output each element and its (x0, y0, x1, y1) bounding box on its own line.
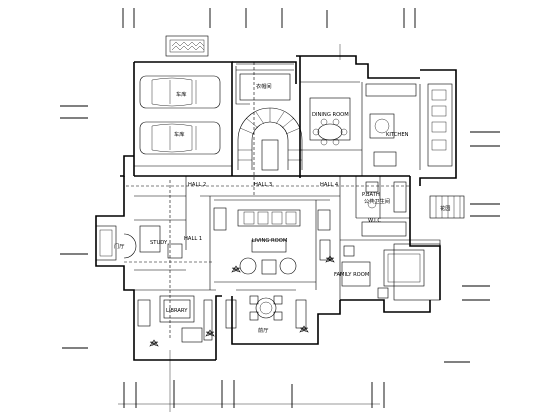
garage-cars (139, 75, 221, 155)
room-label-living: LIVING ROOM (252, 238, 287, 244)
public-bath (365, 181, 407, 213)
room-label-hall2: HALL 2 (188, 182, 206, 188)
room-label-garden: 花园 (440, 204, 450, 212)
room-label-pbath-cn: 公共卫生间 (364, 197, 390, 205)
room-label-family: FAMILY ROOM (334, 272, 369, 278)
room-label-hall4: HALL 4 (320, 182, 339, 188)
interior-walls (134, 63, 421, 300)
dining-table (309, 97, 351, 146)
room-label-dining: DINING ROOM (312, 112, 349, 118)
library-furniture (137, 295, 213, 343)
cloak-room (239, 73, 291, 101)
living-furniture (213, 207, 331, 275)
grid-lines (124, 62, 410, 340)
plant-symbols (149, 255, 335, 347)
room-label-study: STUDY (150, 240, 168, 246)
room-label-library: LIBRARY (166, 308, 188, 314)
garden-terrace (393, 195, 465, 301)
room-label-hall1: HALL 1 (184, 236, 202, 242)
study-furniture (139, 225, 183, 259)
room-label-entry: 门厅 (114, 242, 124, 250)
dimension-ticks (60, 8, 500, 412)
room-label-garage-2: 车库 (174, 130, 184, 138)
entry-porch (95, 225, 137, 261)
entry-canopy (165, 35, 209, 57)
curved-staircase (237, 107, 303, 171)
wic-shelves (361, 221, 407, 237)
room-label-pbath: P.BATH (362, 192, 380, 198)
room-label-lobby: 前厅 (258, 326, 268, 334)
room-label-kitchen: KITCHEN (386, 132, 409, 138)
family-furniture (341, 245, 425, 299)
lobby-furniture (225, 289, 307, 329)
room-label-garage: 车库 (176, 90, 186, 98)
room-label-cloak: 衣帽间 (256, 82, 272, 90)
room-label-wic: W.I.C (368, 218, 381, 224)
room-label-hall3: HALL 3 (254, 182, 272, 188)
kitchen-fixtures (365, 83, 453, 167)
